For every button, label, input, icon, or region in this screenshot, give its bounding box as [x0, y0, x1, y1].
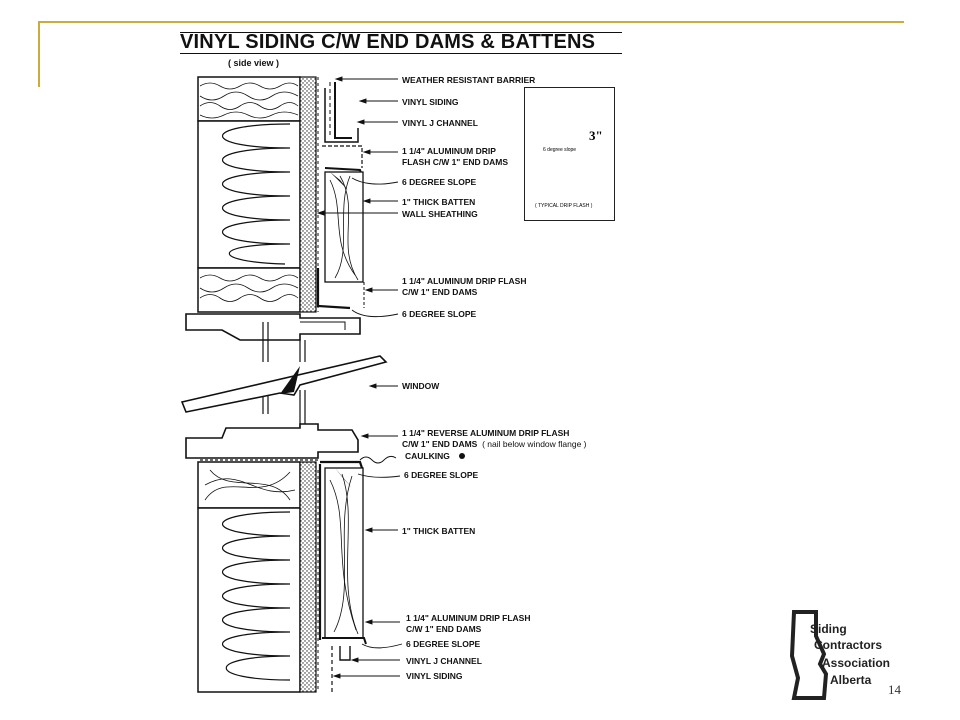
drip-flash-bottom	[322, 637, 367, 692]
frame-top-rule	[38, 21, 904, 23]
bottom-plate-upper	[197, 267, 301, 313]
frame-left-rule	[38, 21, 40, 87]
label-drip-flash-3a: 1 1/4" ALUMINUM DRIP FLASH	[406, 613, 531, 623]
label-slope-4: 6 DEGREE SLOPE	[406, 639, 481, 649]
label-slope-2: 6 DEGREE SLOPE	[402, 309, 477, 319]
window-break-symbol	[180, 355, 388, 428]
batten-upper	[324, 171, 364, 283]
sheathing-upper	[299, 76, 317, 313]
label-drip-flash-2b: C/W 1" END DAMS	[402, 287, 478, 297]
label-drip-flash-2a: 1 1/4" ALUMINUM DRIP FLASH	[402, 276, 527, 286]
inset-typical-drip-flash	[524, 87, 615, 221]
label-j-channel-top: VINYL J CHANNEL	[402, 118, 478, 128]
logo-text-association: Association	[822, 656, 891, 670]
label-drip-flash-1b: FLASH C/W 1" END DAMS	[402, 157, 509, 167]
label-vinyl-siding-top: VINYL SIDING	[402, 97, 459, 107]
label-caulking: CAULKING	[405, 451, 450, 461]
top-plate	[197, 76, 301, 122]
label-drip-flash-1a: 1 1/4" ALUMINUM DRIP	[402, 146, 496, 156]
page-number: 14	[888, 682, 901, 697]
label-reverse-flash-b: C/W 1" END DAMS ( nail below window flan…	[402, 439, 587, 449]
drip-flash-window-head	[316, 268, 365, 310]
label-window: WINDOW	[402, 381, 440, 391]
inset-slope-label: 6 degree slope	[543, 147, 577, 153]
leader-lines	[316, 76, 403, 679]
label-vinyl-siding-bottom: VINYL SIDING	[406, 671, 463, 681]
label-slope-1: 6 DEGREE SLOPE	[402, 177, 477, 187]
label-weather-barrier: WEATHER RESISTANT BARRIER	[402, 75, 536, 85]
insulation-lower	[197, 507, 301, 693]
label-drip-flash-3b: C/W 1" END DAMS	[406, 624, 482, 634]
logo-text-contractors: Contractors	[814, 638, 883, 652]
sca-alberta-logo: Siding Contractors Association Alberta	[789, 606, 891, 702]
label-j-channel-bottom: VINYL J CHANNEL	[406, 656, 482, 666]
diagram-subtitle: ( side view )	[228, 58, 280, 68]
reverse-drip-flash	[318, 460, 364, 640]
lower-top-plate	[197, 461, 301, 509]
label-batten-1: 1" THICK BATTEN	[402, 197, 476, 207]
label-reverse-flash-a: 1 1/4" REVERSE ALUMINUM DRIP FLASH	[402, 428, 570, 438]
label-batten-2: 1" THICK BATTEN	[402, 526, 476, 536]
inset-caption: ( TYPICAL DRIP FLASH )	[535, 203, 593, 209]
logo-text-alberta: Alberta	[830, 673, 872, 687]
label-slope-3: 6 DEGREE SLOPE	[404, 470, 479, 480]
vinyl-siding-upper	[324, 82, 359, 143]
window-sill	[185, 423, 359, 461]
label-wall-sheathing: WALL SHEATHING	[402, 209, 478, 219]
caulking-bead-icon	[459, 453, 465, 459]
alberta-map-icon	[789, 610, 829, 700]
label-reverse-flash-note: ( nail below window flange )	[482, 439, 587, 449]
label-reverse-flash-b-text: C/W 1" END DAMS	[402, 439, 478, 449]
title-rule-bottom	[180, 53, 622, 54]
diagram-title: VINYL SIDING C/W END DAMS & BATTENS	[180, 31, 596, 53]
title-rule-top	[180, 32, 622, 33]
sheathing-lower	[299, 461, 317, 693]
logo-text-siding: Siding	[810, 622, 847, 636]
insulation-upper	[197, 120, 301, 269]
window-head	[185, 313, 361, 362]
batten-lower	[324, 467, 364, 639]
inset-dimension: 3"	[589, 128, 603, 143]
